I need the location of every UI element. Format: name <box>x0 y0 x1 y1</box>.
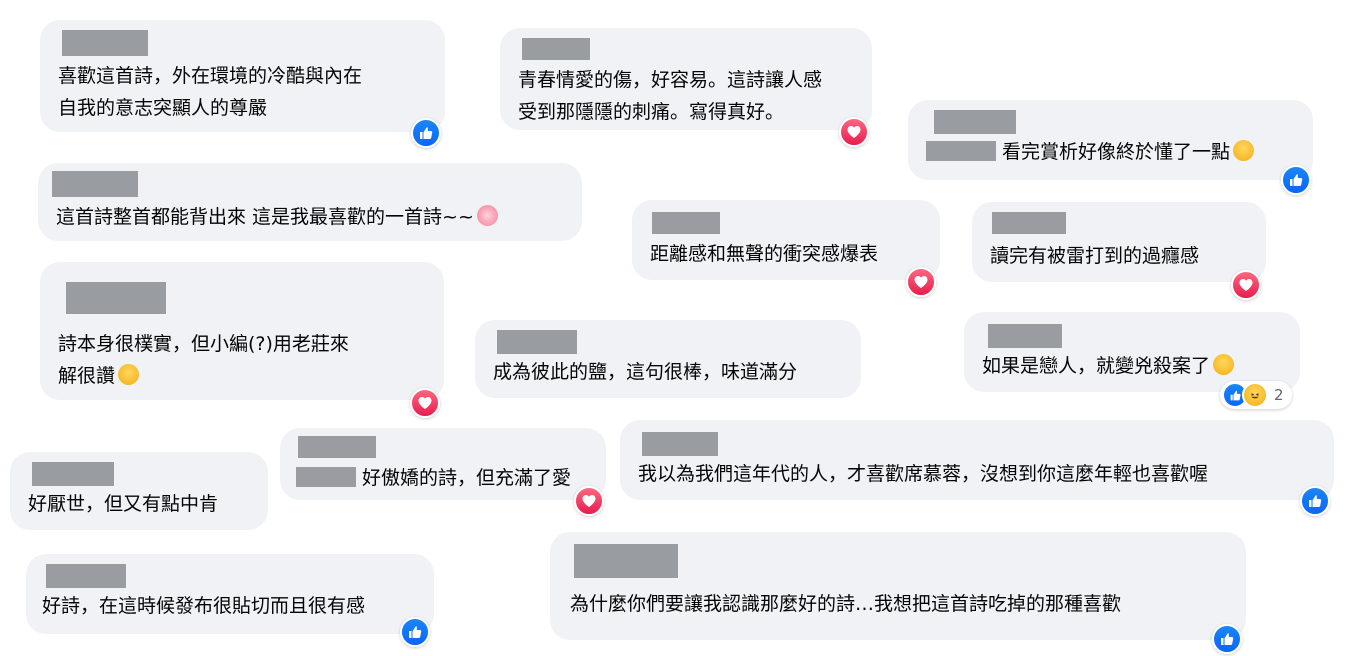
love-reaction-icon[interactable] <box>410 388 440 418</box>
comment-text: 我以為我們這年代的人，才喜歡席慕蓉，沒想到你這麼年輕也喜歡喔 <box>638 463 1209 485</box>
love-reaction-icon[interactable] <box>839 117 869 147</box>
comment-text: 成為彼此的鹽，這句很棒，味道滿分 <box>493 361 798 383</box>
comment-bubble: 如果是戀人，就變兇殺案了 <box>964 312 1300 392</box>
smiling-face-emoji-icon <box>118 364 140 385</box>
comment-bubble: 為什麼你們要讓我認識那麼好的詩…我想把這首詩吃掉的那種喜歡 <box>550 532 1246 640</box>
redacted-author-name[interactable] <box>992 212 1066 234</box>
comment-bubble: 我以為我們這年代的人，才喜歡席慕蓉，沒想到你這麼年輕也喜歡喔 <box>620 420 1334 500</box>
redacted-author-name[interactable] <box>32 462 114 486</box>
comment-text: 好傲嬌的詩，但充滿了愛 <box>296 462 571 494</box>
comment-text: 距離感和無聲的衝突感爆表 <box>650 243 879 265</box>
love-reaction-icon[interactable] <box>1231 270 1261 300</box>
comment-text: 讀完有被雷打到的過癮感 <box>990 245 1200 267</box>
redacted-author-name[interactable] <box>52 171 138 197</box>
comment-bubble: 好傲嬌的詩，但充滿了愛 <box>280 428 606 500</box>
redacted-author-name[interactable] <box>522 38 590 60</box>
redacted-author-name[interactable] <box>66 282 166 314</box>
redacted-author-name[interactable] <box>988 324 1062 348</box>
redacted-tagged-name[interactable] <box>926 140 996 161</box>
love-reaction-icon[interactable] <box>574 486 604 516</box>
comment-text: 為什麼你們要讓我認識那麼好的詩…我想把這首詩吃掉的那種喜歡 <box>570 593 1122 615</box>
redacted-author-name[interactable] <box>497 330 577 354</box>
redacted-author-name[interactable] <box>934 110 1016 134</box>
redacted-author-name[interactable] <box>642 432 718 456</box>
redacted-author-name[interactable] <box>298 436 376 458</box>
comment-text: 如果是戀人，就變兇殺案了 <box>982 350 1235 382</box>
like-reaction-icon[interactable] <box>1300 486 1330 516</box>
comment-bubble: 好厭世，但又有點中肯 <box>10 452 268 530</box>
redacted-author-name[interactable] <box>574 544 678 578</box>
like-reaction-icon[interactable] <box>1212 624 1242 654</box>
like-reaction-icon[interactable] <box>411 118 441 148</box>
reaction-count: 2 <box>1274 386 1284 404</box>
redacted-tagged-name[interactable] <box>296 466 356 487</box>
redacted-author-name[interactable] <box>652 212 720 234</box>
comment-bubble: 這首詩整首都能背出來 這是我最喜歡的一首詩~~ <box>38 163 582 241</box>
comment-text: 詩本身很樸實，但小編(?)用老莊來 解很讚 <box>58 333 349 387</box>
love-reaction-icon[interactable] <box>906 267 936 297</box>
comment-bubble: 距離感和無聲的衝突感爆表 <box>632 200 940 280</box>
like-reaction-icon[interactable] <box>1281 165 1311 195</box>
comment-text: 好詩，在這時候發布很貼切而且很有感 <box>42 595 366 617</box>
comment-text: 喜歡這首詩，外在環境的冷酷與內在 自我的意志突顯人的尊嚴 <box>58 65 363 119</box>
comment-bubble: 看完賞析好像終於懂了一點 <box>908 100 1313 180</box>
like-reaction-icon[interactable] <box>400 617 430 647</box>
comment-bubble: 喜歡這首詩，外在環境的冷酷與內在 自我的意志突顯人的尊嚴 <box>40 20 445 132</box>
comment-text: 這首詩整首都能背出來 這是我最喜歡的一首詩~~ <box>56 201 498 233</box>
comment-text: 好厭世，但又有點中肯 <box>28 493 219 515</box>
comment-bubble: 成為彼此的鹽，這句很棒，味道滿分 <box>475 320 861 398</box>
haha-reaction-icon <box>1242 382 1268 408</box>
redacted-author-name[interactable] <box>46 564 126 588</box>
laughing-tears-emoji-icon <box>1213 354 1235 375</box>
comment-bubble: 青春情愛的傷，好容易。這詩讓人感 受到那隱隱的刺痛。寫得真好。 <box>500 28 872 130</box>
comment-text: 看完賞析好像終於懂了一點 <box>926 136 1255 168</box>
comment-bubble: 好詩，在這時候發布很貼切而且很有感 <box>26 554 434 634</box>
redacted-author-name[interactable] <box>62 30 148 56</box>
comment-text: 青春情愛的傷，好容易。這詩讓人感 受到那隱隱的刺痛。寫得真好。 <box>518 69 823 123</box>
cherry-blossom-emoji-icon <box>476 205 498 226</box>
comment-bubble: 讀完有被雷打到的過癮感 <box>972 202 1266 282</box>
laughing-tears-emoji-icon <box>1233 140 1255 161</box>
comment-bubble: 詩本身很樸實，但小編(?)用老莊來 解很讚 <box>40 262 444 400</box>
reaction-summary[interactable]: 2 <box>1220 381 1292 409</box>
